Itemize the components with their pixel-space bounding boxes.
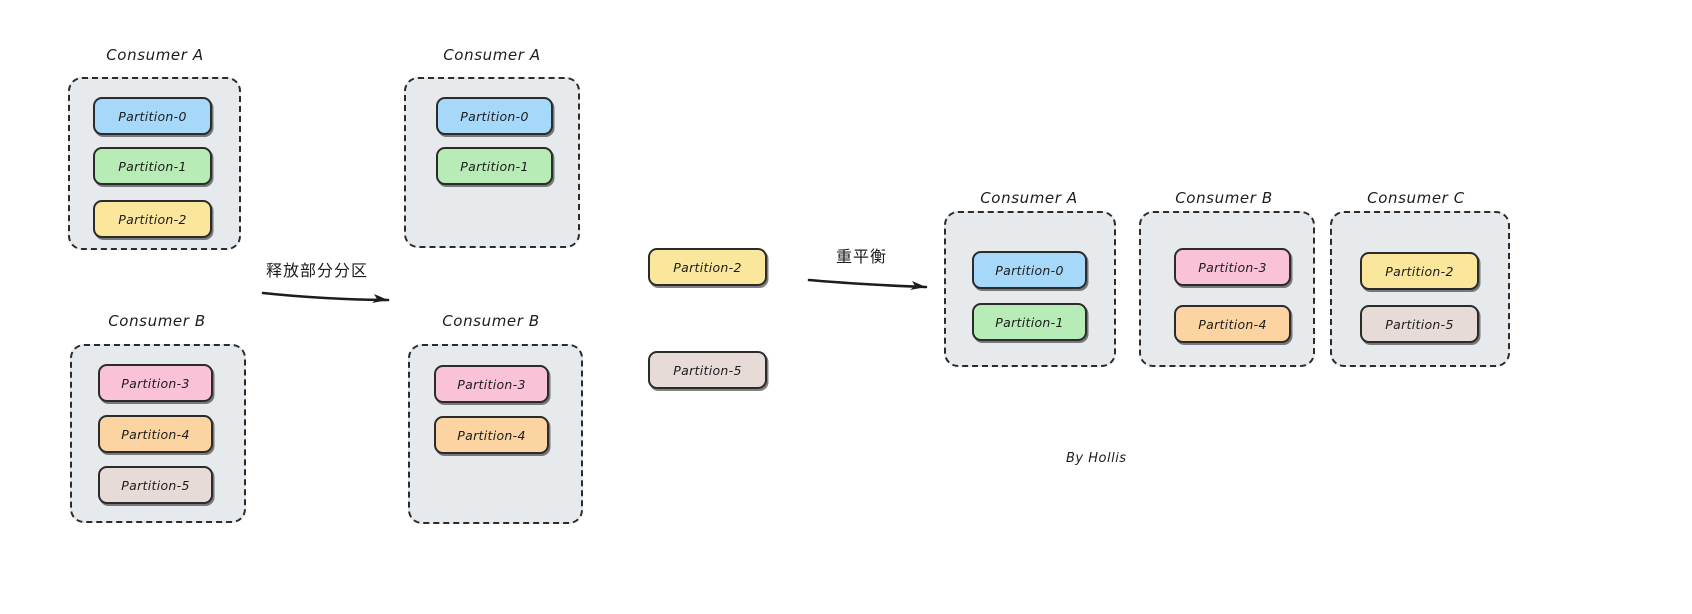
partition-chip-after-c-5[interactable]: Partition-5 (1360, 305, 1479, 343)
arrow-release (260, 285, 398, 307)
partition-chip-after-c-2[interactable]: Partition-2 (1360, 252, 1479, 290)
partition-chip-before-a-2[interactable]: Partition-2 (93, 200, 212, 238)
partition-chip-released-b-3[interactable]: Partition-3 (434, 365, 549, 403)
group-label-before-consumer-a: Consumer A (106, 46, 204, 64)
partition-chip-before-a-1[interactable]: Partition-1 (93, 147, 212, 185)
group-label-released-consumer-b: Consumer B (442, 312, 540, 330)
partition-chip-after-a-1[interactable]: Partition-1 (972, 303, 1087, 341)
free-partition-chip-5[interactable]: Partition-5 (648, 351, 767, 389)
group-label-before-consumer-b: Consumer B (108, 312, 206, 330)
partition-chip-released-a-1[interactable]: Partition-1 (436, 147, 553, 185)
partition-chip-before-b-5[interactable]: Partition-5 (98, 466, 213, 504)
group-box-after-consumer-b (1139, 211, 1315, 367)
partition-chip-before-b-3[interactable]: Partition-3 (98, 364, 213, 402)
group-box-after-consumer-a (944, 211, 1116, 367)
arrow-label-release: 释放部分分区 (266, 261, 369, 280)
arrow-label-rebalance: 重平衡 (836, 247, 888, 266)
partition-chip-after-b-3[interactable]: Partition-3 (1174, 248, 1291, 286)
arrow-rebalance (806, 272, 934, 294)
partition-chip-before-a-0[interactable]: Partition-0 (93, 97, 212, 135)
partition-chip-before-b-4[interactable]: Partition-4 (98, 415, 213, 453)
group-label-after-consumer-c: Consumer C (1367, 189, 1465, 207)
partition-chip-after-b-4[interactable]: Partition-4 (1174, 305, 1291, 343)
partition-chip-after-a-0[interactable]: Partition-0 (972, 251, 1087, 289)
group-label-released-consumer-a: Consumer A (443, 46, 541, 64)
partition-chip-released-a-0[interactable]: Partition-0 (436, 97, 553, 135)
group-label-after-consumer-b: Consumer B (1175, 189, 1273, 207)
free-partition-chip-2[interactable]: Partition-2 (648, 248, 767, 286)
group-label-after-consumer-a: Consumer A (980, 189, 1078, 207)
partition-chip-released-b-4[interactable]: Partition-4 (434, 416, 549, 454)
author-signature: By Hollis (1066, 451, 1127, 466)
